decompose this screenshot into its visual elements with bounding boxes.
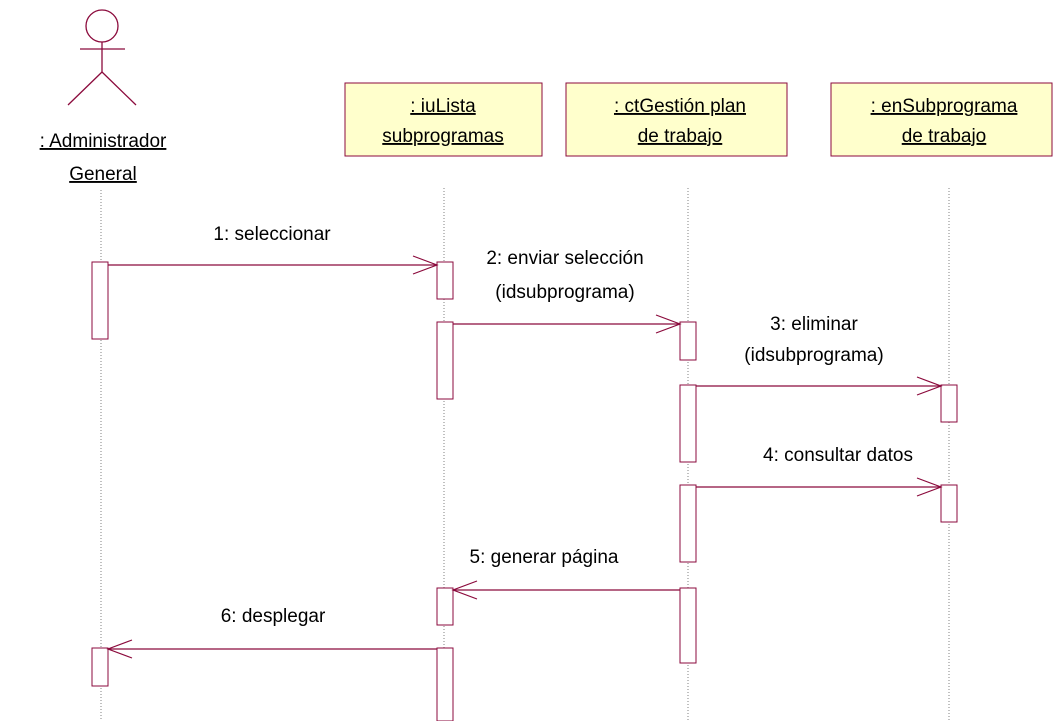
activation-iulista-4: [436, 647, 454, 721]
object-iulista-line2: subprogramas: [382, 126, 503, 147]
activation-ensubprograma-1: [940, 384, 958, 423]
message-4-label: 4: consultar datos: [763, 445, 913, 466]
object-iulista-line1: : iuLista: [410, 96, 476, 117]
activation-ctgestion-2: [679, 384, 697, 463]
message-6-label: 6: desplegar: [221, 606, 326, 627]
messages: [106, 255, 943, 659]
message-6-arrow: [106, 639, 437, 659]
activation-admin-2: [91, 647, 109, 687]
object-ctgestion-line1: : ctGestión plan: [614, 96, 746, 117]
activations: [91, 261, 958, 721]
message-2-label-line1: 2: enviar selección: [486, 248, 643, 269]
actor-administrador: [67, 9, 137, 106]
stick-figure-icon: [67, 9, 137, 106]
object-ensubprograma-line2: de trabajo: [902, 126, 987, 147]
object-ctgestion: : ctGestión plan de trabajo: [565, 82, 788, 157]
object-ctgestion-line2: de trabajo: [638, 126, 723, 147]
message-2-arrow: [453, 314, 682, 334]
activation-iulista-2: [436, 321, 454, 400]
activation-ctgestion-1: [679, 321, 697, 361]
message-5-arrow: [451, 580, 680, 600]
activation-ensubprograma-2: [940, 484, 958, 523]
message-2-label-line2: (idsubprograma): [495, 282, 634, 303]
object-iulista: : iuLista subprogramas: [344, 82, 543, 157]
message-5-label: 5: generar página: [470, 547, 619, 568]
object-ensubprograma-line1: : enSubprograma: [871, 96, 1018, 117]
message-4-arrow: [696, 477, 943, 497]
activation-iulista-1: [436, 261, 454, 300]
activation-ctgestion-4: [679, 587, 697, 664]
message-1-arrow: [108, 255, 439, 275]
activation-admin-1: [91, 261, 109, 340]
actor-name-line2: General: [69, 164, 137, 185]
activation-iulista-3: [436, 587, 454, 626]
message-1-label: 1: seleccionar: [213, 224, 331, 245]
activation-ctgestion-3: [679, 484, 697, 563]
message-3-label-line1: 3: eliminar: [770, 314, 858, 335]
object-ensubprograma: : enSubprograma de trabajo: [830, 82, 1053, 157]
actor-name-line1: : Administrador: [40, 131, 167, 152]
message-3-label-line2: (idsubprograma): [744, 345, 883, 366]
message-3-arrow: [696, 376, 943, 396]
